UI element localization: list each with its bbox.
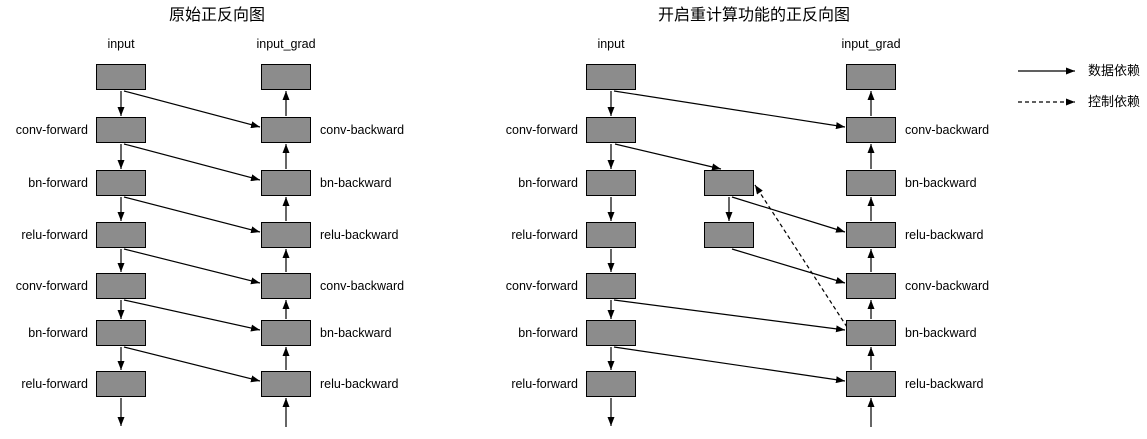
dashed-arrow-icon bbox=[1018, 98, 1075, 106]
node-original-conv-backward bbox=[261, 117, 311, 143]
node-original-bn-forward bbox=[96, 320, 146, 346]
node-label-original-conv-backward: conv-backward bbox=[320, 123, 405, 137]
node-label-original-bn-backward: bn-backward bbox=[320, 326, 392, 340]
node-label-original-conv-backward: conv-backward bbox=[320, 279, 405, 293]
node-label-original-conv-forward: conv-forward bbox=[15, 123, 88, 137]
node-recompute-conv-forward bbox=[586, 117, 636, 143]
node-label-recompute-relu-backward: relu-backward bbox=[905, 228, 984, 242]
node-label-original-bn-backward: bn-backward bbox=[320, 176, 392, 190]
column-header-original-left: input bbox=[107, 37, 135, 51]
node-label-recompute-conv-forward: conv-forward bbox=[505, 123, 578, 137]
solid-arrow-icon bbox=[1018, 67, 1075, 75]
edge-recompute-m3-r4-solid bbox=[731, 248, 846, 284]
node-label-recompute-bn-forward: bn-forward bbox=[518, 176, 578, 190]
node-label-recompute-conv-forward: conv-forward bbox=[505, 279, 578, 293]
node-original-relu-backward bbox=[261, 222, 311, 248]
edge-recompute-l1-m2-solid bbox=[614, 143, 722, 171]
node-original-relu-forward bbox=[96, 371, 146, 397]
node-recompute-r0 bbox=[846, 64, 896, 90]
node-label-original-bn-forward: bn-forward bbox=[28, 326, 88, 340]
node-label-original-relu-forward: relu-forward bbox=[21, 377, 88, 391]
node-recompute-m3 bbox=[704, 222, 754, 248]
node-label-recompute-relu-forward: relu-forward bbox=[511, 228, 578, 242]
node-label-recompute-bn-backward: bn-backward bbox=[905, 326, 977, 340]
column-header-recompute-right: input_grad bbox=[841, 37, 901, 51]
column-header-recompute-left: input bbox=[597, 37, 625, 51]
edge-original-l1-r2-solid bbox=[123, 143, 261, 182]
legend-item-data-dependency: 数据依赖 bbox=[1018, 62, 1140, 80]
node-label-recompute-conv-backward: conv-backward bbox=[905, 279, 990, 293]
node-recompute-l0 bbox=[586, 64, 636, 90]
node-label-recompute-conv-backward: conv-backward bbox=[905, 123, 990, 137]
node-label-recompute-bn-backward: bn-backward bbox=[905, 176, 977, 190]
node-recompute-relu-forward bbox=[586, 371, 636, 397]
edge-recompute-m2-r3-solid bbox=[731, 196, 846, 233]
edge-original-l4-r5-solid bbox=[123, 299, 261, 332]
node-original-relu-forward bbox=[96, 222, 146, 248]
diagram-title-recompute: 开启重计算功能的正反向图 bbox=[657, 7, 851, 24]
node-label-recompute-relu-forward: relu-forward bbox=[511, 377, 578, 391]
edge-recompute-l5-r6-solid bbox=[613, 346, 846, 384]
node-label-original-bn-forward: bn-forward bbox=[28, 176, 88, 190]
node-recompute-relu-backward bbox=[846, 371, 896, 397]
node-original-conv-forward bbox=[96, 117, 146, 143]
node-recompute-bn-forward bbox=[586, 320, 636, 346]
node-original-relu-backward bbox=[261, 371, 311, 397]
node-recompute-bn-backward bbox=[846, 170, 896, 196]
node-label-original-conv-forward: conv-forward bbox=[15, 279, 88, 293]
diagram-title-original: 原始正反向图 bbox=[168, 7, 266, 24]
node-recompute-bn-backward bbox=[846, 320, 896, 346]
node-original-l0 bbox=[96, 64, 146, 90]
node-original-r0 bbox=[261, 64, 311, 90]
column-header-original-right: input_grad bbox=[256, 37, 316, 51]
node-recompute-conv-backward bbox=[846, 117, 896, 143]
node-label-recompute-bn-forward: bn-forward bbox=[518, 326, 578, 340]
legend-label-control-dependency: 控制依赖 bbox=[1088, 94, 1141, 109]
node-original-bn-backward bbox=[261, 320, 311, 346]
edge-original-l5-r6-solid bbox=[123, 346, 261, 383]
node-original-bn-forward bbox=[96, 170, 146, 196]
node-recompute-m2 bbox=[704, 170, 754, 196]
edge-original-l0-r1-solid bbox=[123, 90, 261, 129]
edge-recompute-r5-m2-dashed bbox=[754, 184, 848, 328]
edge-recompute-l0-r1-solid bbox=[613, 90, 846, 130]
edge-recompute-l4-r5-solid bbox=[613, 299, 846, 333]
node-label-original-relu-forward: relu-forward bbox=[21, 228, 88, 242]
edge-original-l2-r3-solid bbox=[123, 196, 261, 234]
node-recompute-relu-backward bbox=[846, 222, 896, 248]
node-recompute-conv-backward bbox=[846, 273, 896, 299]
legend-label-data-dependency: 数据依赖 bbox=[1088, 63, 1141, 78]
node-label-recompute-relu-backward: relu-backward bbox=[905, 377, 984, 391]
node-recompute-relu-forward bbox=[586, 222, 636, 248]
node-original-conv-forward bbox=[96, 273, 146, 299]
node-label-original-relu-backward: relu-backward bbox=[320, 377, 399, 391]
legend-item-control-dependency: 控制依赖 bbox=[1018, 93, 1140, 111]
edge-original-l3-r4-solid bbox=[123, 248, 261, 285]
node-label-original-relu-backward: relu-backward bbox=[320, 228, 399, 242]
edges-group bbox=[117, 90, 875, 427]
node-original-conv-backward bbox=[261, 273, 311, 299]
node-original-bn-backward bbox=[261, 170, 311, 196]
node-recompute-conv-forward bbox=[586, 273, 636, 299]
node-recompute-bn-forward bbox=[586, 170, 636, 196]
